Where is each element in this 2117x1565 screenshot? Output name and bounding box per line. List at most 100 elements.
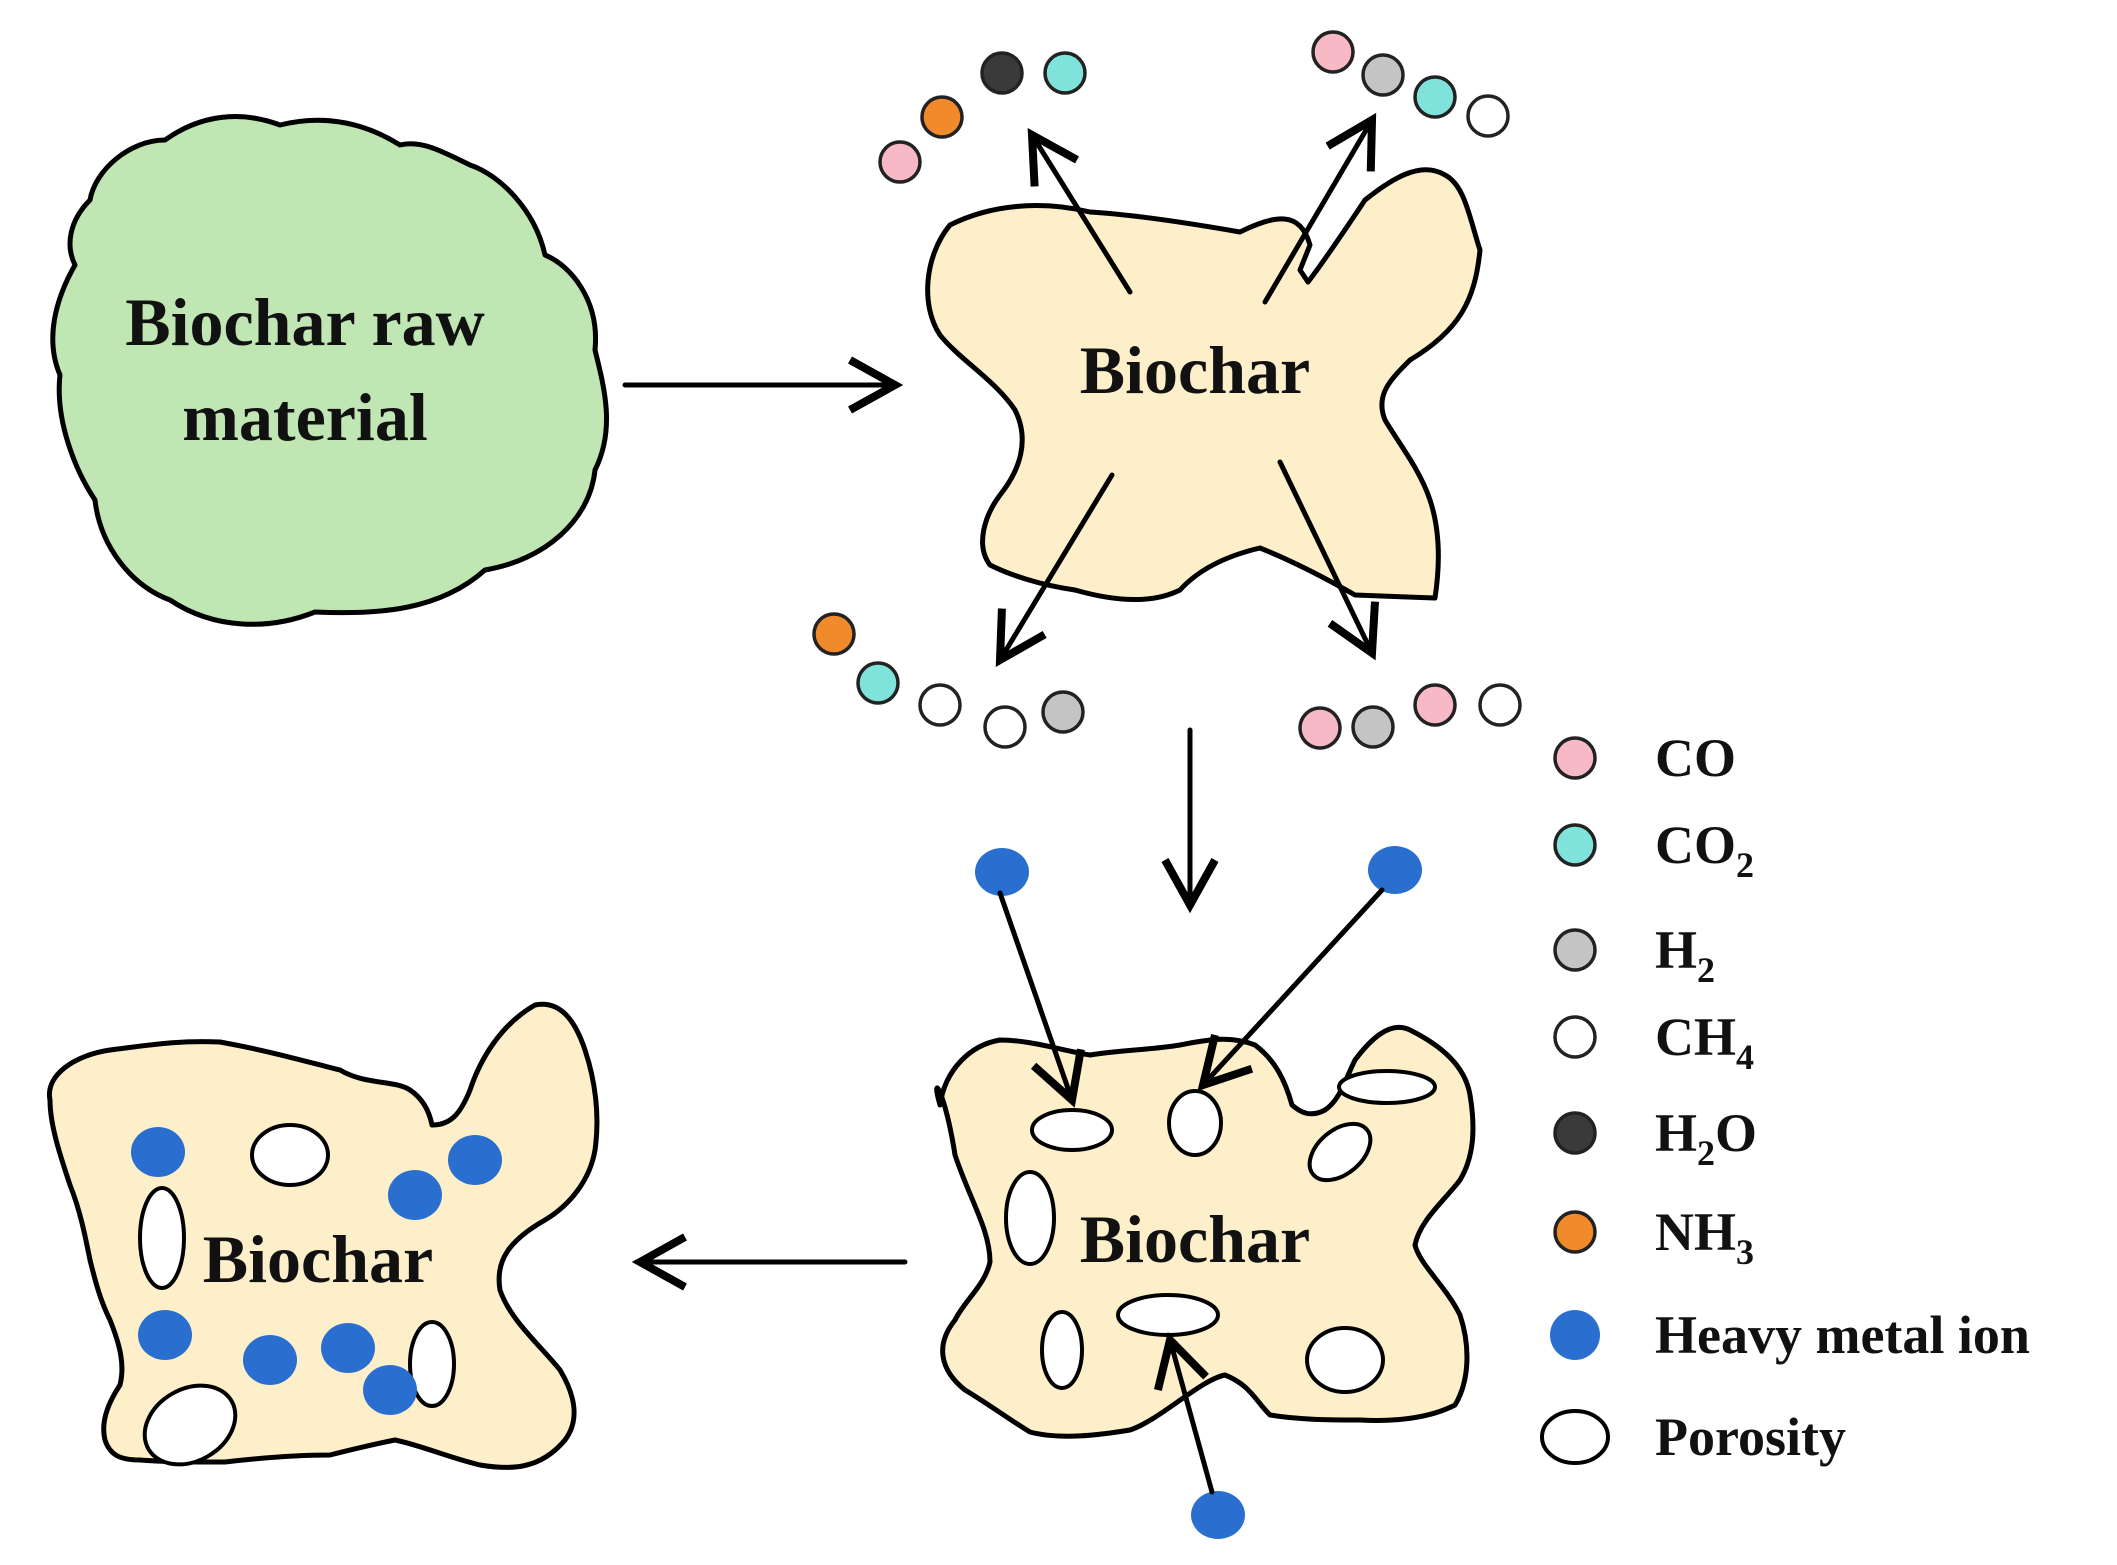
biochar-top-blob bbox=[925, 167, 1483, 602]
legend-item-pore: Porosity bbox=[1540, 1407, 1846, 1467]
legend-label-main: Heavy metal ion bbox=[1655, 1305, 2030, 1365]
legend-item-co: CO bbox=[1553, 728, 1736, 788]
legend-item-nh3: NH3 bbox=[1553, 1202, 1754, 1272]
legend-swatch-h2o bbox=[1553, 1111, 1597, 1155]
biochar-top-label: Biochar bbox=[1080, 332, 1310, 408]
pore bbox=[250, 1123, 330, 1187]
legend-label-co2: CO2 bbox=[1655, 815, 1754, 885]
legend-label-main: CH bbox=[1655, 1007, 1736, 1067]
gas-group-upper-left bbox=[878, 51, 1087, 184]
h2-molecule bbox=[1361, 53, 1405, 97]
heavy-metal-ion bbox=[388, 1170, 442, 1220]
h2-molecule bbox=[1351, 705, 1395, 749]
legend-label-subscript: 2 bbox=[1697, 1133, 1715, 1173]
pore bbox=[1040, 1310, 1084, 1390]
heavy-metal-ion bbox=[138, 1310, 192, 1360]
gas-group-lower-right bbox=[1298, 683, 1522, 750]
legend-label-main: CO bbox=[1655, 815, 1736, 875]
biochar-left-label: Biochar bbox=[203, 1221, 433, 1297]
co-molecule bbox=[1311, 30, 1355, 74]
legend-item-ch4: CH4 bbox=[1553, 1007, 1754, 1077]
pore bbox=[1116, 1293, 1220, 1337]
pore bbox=[1004, 1170, 1056, 1266]
co-molecule bbox=[1413, 683, 1457, 727]
adsorbed-metal-ions bbox=[131, 1127, 502, 1415]
legend-label-subscript: 2 bbox=[1736, 845, 1754, 885]
legend-swatch-metal bbox=[1550, 1310, 1600, 1360]
pores-mid bbox=[1004, 1069, 1437, 1394]
legend-label-h2o: H2O bbox=[1655, 1103, 1757, 1173]
legend-label-main: Porosity bbox=[1655, 1407, 1846, 1467]
heavy-metal-ion bbox=[243, 1335, 297, 1385]
legend-label-subscript: 4 bbox=[1736, 1037, 1754, 1077]
legend-label-h2: H2 bbox=[1655, 920, 1715, 990]
pore bbox=[1305, 1326, 1385, 1394]
h2o-molecule bbox=[980, 51, 1024, 95]
legend-item-h2: H2 bbox=[1553, 920, 1715, 990]
co2-molecule bbox=[1413, 75, 1457, 119]
legend-swatch-h2 bbox=[1553, 928, 1597, 972]
heavy-metal-ion bbox=[1191, 1491, 1245, 1539]
legend-swatch-co2 bbox=[1553, 823, 1597, 867]
pore bbox=[142, 1383, 238, 1467]
legend-label-main: CO bbox=[1655, 728, 1736, 788]
legend-swatch-nh3 bbox=[1553, 1210, 1597, 1254]
legend-label-co: CO bbox=[1655, 728, 1736, 788]
gas-arrow-upper-left bbox=[1027, 128, 1133, 295]
raw-material-blob bbox=[50, 114, 610, 627]
co-molecule bbox=[1298, 706, 1342, 750]
gas-group-lower-left bbox=[812, 612, 1085, 749]
adsorption-arrow bbox=[1197, 887, 1385, 1092]
ch4-molecule bbox=[983, 705, 1027, 749]
heavy-metal-ion bbox=[363, 1365, 417, 1415]
legend-label-tail: O bbox=[1715, 1103, 1757, 1163]
pore bbox=[1337, 1069, 1437, 1105]
gas-arrow-lower-left bbox=[995, 472, 1115, 668]
pore bbox=[1167, 1089, 1223, 1157]
heavy-metal-ion bbox=[1368, 846, 1422, 894]
nh3-molecule bbox=[812, 612, 856, 656]
heavy-metal-ion bbox=[131, 1127, 185, 1177]
heavy-metal-ion bbox=[448, 1135, 502, 1185]
biochar-mid-label: Biochar bbox=[1080, 1201, 1310, 1277]
nh3-molecule bbox=[920, 95, 964, 139]
raw-label-line2: material bbox=[182, 379, 427, 455]
pore bbox=[408, 1320, 456, 1408]
legend-swatch-co bbox=[1553, 736, 1597, 780]
legend-label-subscript: 2 bbox=[1697, 950, 1715, 990]
legend-label-pore: Porosity bbox=[1655, 1407, 1846, 1467]
legend-label-main: NH bbox=[1655, 1202, 1736, 1262]
legend-label-main: H bbox=[1655, 1103, 1697, 1163]
legend-label-ch4: CH4 bbox=[1655, 1007, 1754, 1077]
heavy-metal-ion bbox=[321, 1323, 375, 1373]
heavy-metal-ion bbox=[975, 848, 1029, 896]
co2-molecule bbox=[1043, 51, 1087, 95]
pore bbox=[1307, 1121, 1373, 1183]
h2-molecule bbox=[1041, 690, 1085, 734]
gas-arrow-upper-right bbox=[1262, 112, 1377, 305]
ch4-molecule bbox=[918, 683, 962, 727]
gas-group-upper-right bbox=[1311, 30, 1510, 138]
legend-item-metal: Heavy metal ion bbox=[1550, 1305, 2030, 1365]
pores-left bbox=[138, 1123, 456, 1467]
pore bbox=[138, 1186, 186, 1290]
incoming-metal-ions bbox=[975, 846, 1422, 1539]
ch4-molecule bbox=[1466, 94, 1510, 138]
legend-label-subscript: 3 bbox=[1736, 1232, 1754, 1272]
legend-label-main: H bbox=[1655, 920, 1697, 980]
adsorption-arrow bbox=[1154, 1332, 1215, 1495]
legend-item-co2: CO2 bbox=[1553, 815, 1754, 885]
legend-label-nh3: NH3 bbox=[1655, 1202, 1754, 1272]
legend-label-metal: Heavy metal ion bbox=[1655, 1305, 2030, 1365]
co2-molecule bbox=[856, 661, 900, 705]
biochar-left-blob bbox=[47, 1001, 600, 1470]
pore bbox=[1030, 1108, 1114, 1152]
raw-label-line1: Biochar raw bbox=[125, 284, 485, 360]
legend-item-h2o: H2O bbox=[1553, 1103, 1757, 1173]
adsorption-arrow bbox=[997, 890, 1085, 1108]
gas-arrow-lower-right bbox=[1277, 459, 1379, 661]
legend-swatch-ch4 bbox=[1553, 1015, 1597, 1059]
